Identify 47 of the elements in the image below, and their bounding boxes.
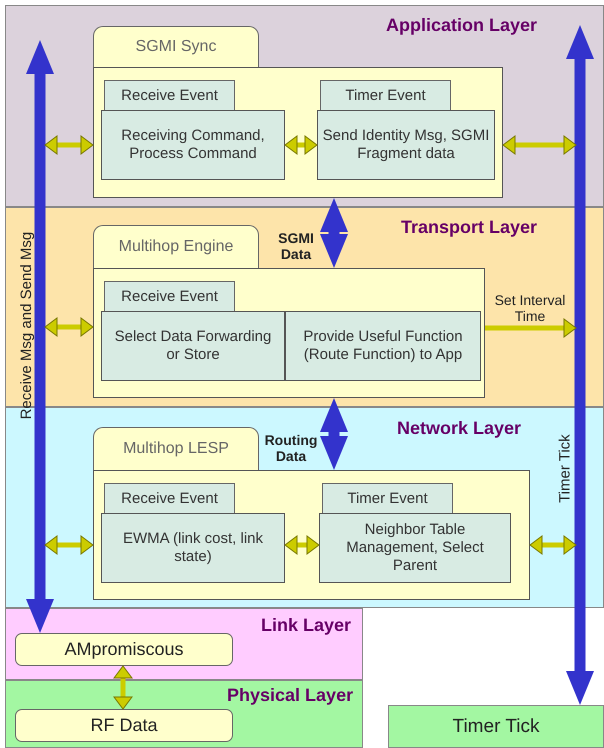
arrow [284, 536, 320, 554]
event-tab: Receive Event [104, 80, 235, 110]
arrow [566, 25, 594, 705]
module-tab: Multihop Engine [93, 225, 259, 268]
edge-label: Routing Data [264, 432, 318, 464]
box-text: RF Data [90, 715, 158, 736]
event-tab: Timer Event [322, 483, 453, 513]
layer-band [5, 5, 604, 207]
module-tab: Multihop LESP [93, 427, 259, 470]
edge-label: Receive Msg and Send Msg [18, 232, 35, 420]
box-text: EWMA (link cost, link state) [122, 530, 264, 566]
timer-box [388, 705, 604, 748]
edge-label: Set Interval Time [494, 292, 566, 324]
box-text: Timer Tick [452, 716, 540, 738]
module-tab: SGMI Sync [93, 26, 259, 67]
arrow [320, 398, 348, 470]
layer-title: Link Layer [261, 615, 352, 636]
box-text: Receiving Command, Process Command [120, 127, 266, 163]
box-text: Neighbor Table Management, Select Parent [345, 521, 485, 575]
event-tab: Receive Event [104, 483, 235, 513]
box-text: AMpromiscous [64, 639, 184, 660]
edge-label: SGMI Data [277, 230, 315, 262]
event-tab: Timer Event [320, 80, 451, 110]
arrow [114, 666, 132, 710]
arrow [44, 136, 94, 154]
arrow [485, 318, 576, 338]
edge-label: Timer Tick [556, 434, 574, 503]
layer-title: Application Layer [386, 15, 538, 36]
arrow [44, 536, 94, 554]
box-text: Send Identity Msg, SGMI Fragment data [322, 127, 490, 163]
layer-band [5, 680, 363, 748]
box-text: Select Data Forwarding or Store [114, 328, 272, 364]
layer-title: Physical Layer [227, 685, 354, 706]
arrow [502, 136, 576, 154]
layer-title: Transport Layer [401, 217, 538, 238]
arrow [44, 318, 94, 336]
layer-title: Network Layer [397, 418, 522, 439]
layer-band [5, 608, 363, 680]
arrow [284, 136, 318, 154]
event-tab: Receive Event [104, 281, 235, 311]
component-box [15, 709, 233, 742]
arrow [320, 198, 348, 268]
component-box [15, 633, 233, 666]
event-box [285, 311, 481, 381]
arrow [530, 536, 576, 554]
box-text: Provide Useful Function (Route Function) to App [302, 328, 464, 364]
arrow [26, 40, 54, 633]
